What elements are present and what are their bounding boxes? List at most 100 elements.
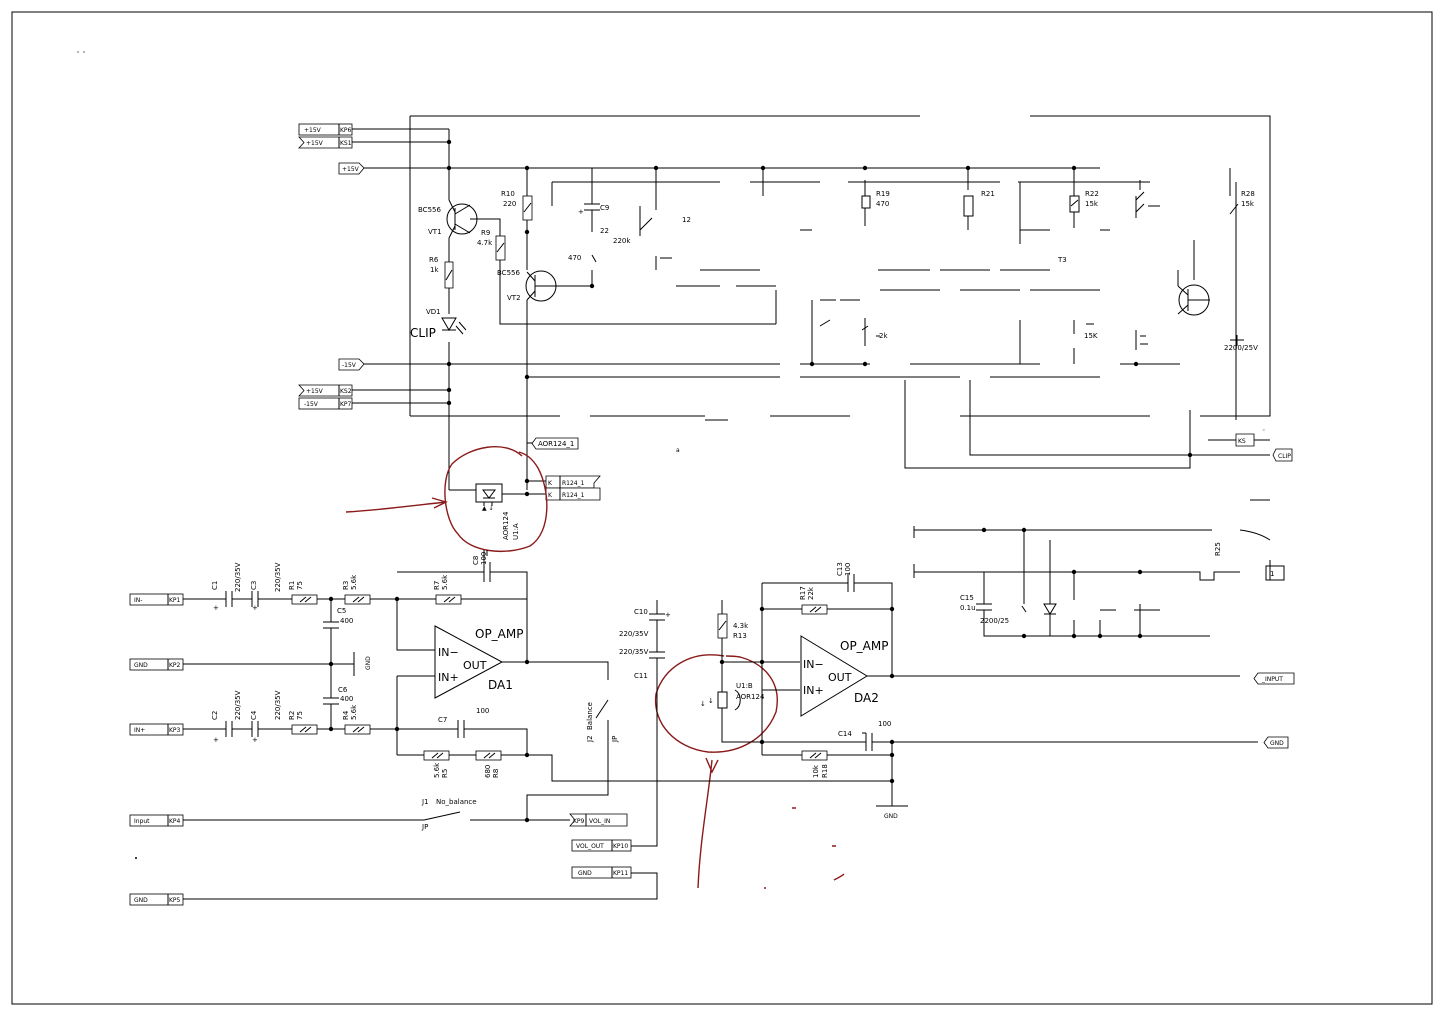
svg-text:GND: GND (578, 870, 592, 877)
svg-text:R5: R5 (441, 769, 449, 778)
svg-text:IN-: IN- (134, 597, 142, 604)
svg-text:GND: GND (134, 897, 148, 904)
svg-text:KP9: KP9 (573, 818, 585, 825)
r19-ref: R19 (876, 190, 890, 198)
svg-text:220/35V: 220/35V (619, 648, 649, 656)
svg-text:IN+: IN+ (438, 671, 459, 684)
vt1-ref: VT1 (428, 228, 442, 236)
r19-value: 470 (876, 200, 889, 208)
svg-text:100: 100 (844, 563, 852, 576)
svg-text:↓: ↓ (700, 700, 706, 708)
c1-value: 220/35V (234, 562, 242, 592)
c9-ref: C9 (600, 204, 609, 212)
svg-text:220/35V: 220/35V (274, 690, 282, 720)
svg-text:IN−: IN− (803, 658, 824, 671)
opamp-da1: IN− IN+ OUT OP_AMP DA1 C8 100 R7 5.6k C7… (328, 550, 892, 782)
aor-net-label: AOR124_1 (538, 440, 574, 448)
svg-text:KP6: KP6 (340, 127, 352, 134)
r6-ref: R6 (429, 256, 439, 264)
power-connector-kp6: +15V KP6 (298, 123, 353, 136)
svg-text:-15V: -15V (342, 362, 357, 369)
vt2-part: BC556 (497, 269, 520, 277)
svg-text:C6: C6 (338, 686, 348, 694)
output-gnd-label: GND (1270, 740, 1284, 747)
optocoupler-u1a: AOR124_1 a ▲ ↓ AOR124 U1:A K R124_1 K R1… (449, 437, 680, 540)
svg-text:75: 75 (296, 581, 304, 590)
r22-ref: R22 (1085, 190, 1099, 198)
svg-text:C14: C14 (838, 730, 852, 738)
svg-text:VOL_IN: VOL_IN (589, 818, 610, 825)
svg-text:C2: C2 (211, 711, 219, 720)
svg-text:C11: C11 (634, 672, 648, 680)
svg-text:C13: C13 (836, 562, 844, 576)
r12-value: 12 (682, 216, 691, 224)
r9-ref: R9 (481, 229, 490, 237)
svg-text:5.6k: 5.6k (350, 704, 358, 720)
svg-text:+15V: +15V (306, 388, 324, 395)
r21-ref: R21 (981, 190, 995, 198)
svg-text:Balance: Balance (586, 702, 594, 730)
connector-kp4: Input KP4 (129, 814, 424, 827)
svg-text:1: 1 (1270, 570, 1274, 578)
svg-text:10k: 10k (812, 764, 820, 778)
c9-value: 22 (600, 227, 609, 235)
resistor-r3 (344, 594, 371, 605)
connector-kp3: IN+ KP3 (129, 723, 210, 736)
svg-text:-15V: -15V (304, 401, 319, 408)
led-icon (441, 317, 457, 331)
svg-text:KS2: KS2 (340, 388, 352, 395)
r15k-low-label: 15K (1084, 332, 1098, 340)
svg-text:R2: R2 (288, 711, 296, 720)
power-connector-ks2: +15V KS2 (298, 384, 353, 397)
svg-text:KP11: KP11 (613, 870, 628, 877)
input-connectors: IN- KP1 GND KP2 IN+ KP3 Input KP4 GND KP… (129, 593, 658, 906)
led-ref: VD1 (426, 308, 441, 316)
svg-text:4.3k: 4.3k (733, 622, 749, 630)
r6-value: 1k (430, 266, 439, 274)
svg-text:OP_AMP: OP_AMP (840, 639, 888, 653)
svg-text:R3: R3 (342, 581, 350, 590)
svg-text:JP: JP (421, 823, 428, 831)
resistor-r5 (423, 750, 450, 761)
power-net-label-plus15: +15V (338, 162, 365, 175)
svg-text:▲ ↓: ▲ ↓ (482, 505, 494, 512)
r470-value: 470 (568, 254, 581, 262)
svg-text:R4: R4 (342, 710, 350, 720)
clip-output-label: CLIP (1278, 453, 1291, 460)
svg-text:DA2: DA2 (854, 691, 879, 705)
resistor-r7 (435, 594, 462, 605)
r10-value: 220 (503, 200, 516, 208)
input-plus-path: ++ C2 220/35V C4 220/35V R2 75 R4 5.6k (210, 690, 397, 744)
svg-text:+: + (252, 604, 258, 612)
connector-kp9: KP9 VOL_IN (569, 813, 628, 827)
svg-text:IN−: IN− (438, 646, 459, 659)
connector-kp5: GND KP5 (129, 872, 658, 906)
svg-text:R8: R8 (492, 769, 500, 778)
power-connector-block: +15V KP6 +15V KS1 +15V -15V +15V KS2 -15… (298, 123, 365, 410)
svg-text:+15V: +15V (304, 127, 322, 134)
svg-text:R1: R1 (288, 581, 296, 590)
vt3-label: T3 (1057, 256, 1067, 264)
svg-text:OUT: OUT (463, 659, 487, 672)
r10-ref: R10 (501, 190, 515, 198)
k-net-bottom: R124_1 (562, 492, 585, 499)
svg-text:DA1: DA1 (488, 678, 513, 692)
c3-ref: C3 (250, 581, 258, 590)
svg-text:U1:B: U1:B (736, 682, 753, 690)
svg-text:KP7: KP7 (340, 401, 352, 408)
svg-text:J2: J2 (586, 735, 594, 743)
resistor-r4 (344, 724, 371, 735)
svg-text:KS: KS (1238, 438, 1246, 445)
svg-text:J1: J1 (421, 798, 429, 806)
svg-text:KP5: KP5 (169, 897, 181, 904)
svg-text:C10: C10 (634, 608, 648, 616)
svg-text:220/35V: 220/35V (619, 630, 649, 638)
vol-connectors: KP9 VOL_IN VOL_OUT KP10 GND KP11 (569, 673, 658, 879)
svg-text:R17: R17 (799, 586, 807, 600)
cap-2200-label: 2200/25V (1224, 344, 1258, 352)
junctions-top (446, 139, 1193, 497)
resistor-r18 (801, 750, 828, 761)
svg-text:C15: C15 (960, 594, 974, 602)
power-supply-section: R25 1 C15 0.1u 2200/25 (913, 499, 1285, 639)
k-net-top: R124_1 (562, 480, 585, 487)
